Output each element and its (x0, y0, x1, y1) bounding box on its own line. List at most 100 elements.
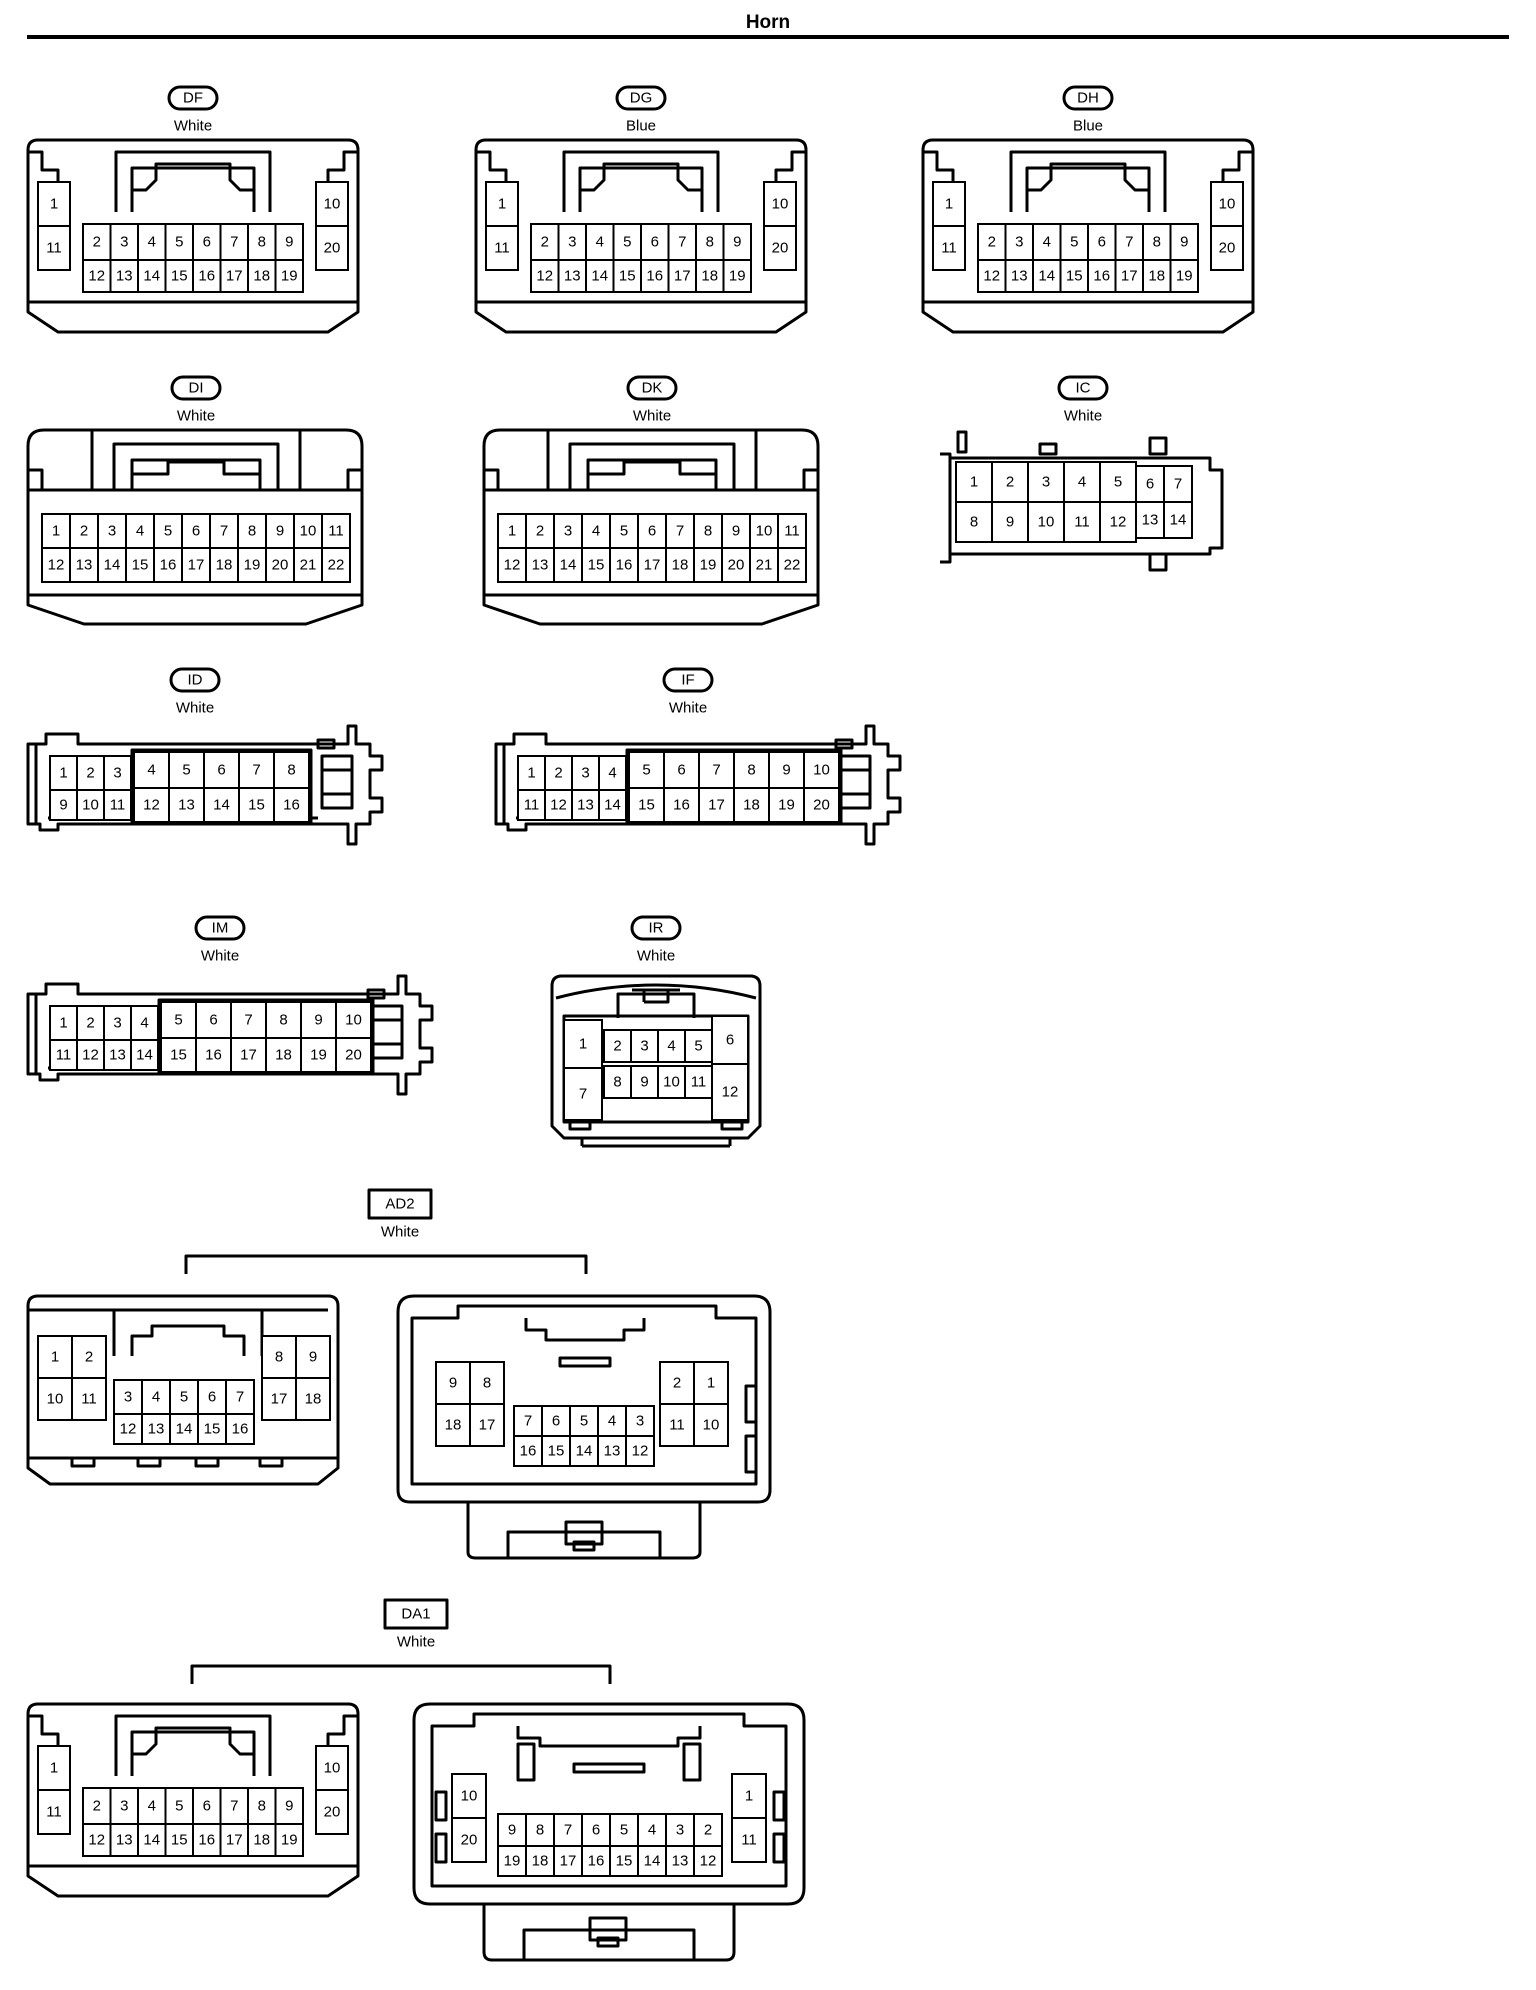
pin-number: 12 (550, 797, 567, 814)
pin-cavity (293, 547, 323, 583)
connector-color: White (177, 408, 215, 425)
pin-number: 4 (1078, 474, 1086, 491)
connector-color: Blue (1073, 118, 1103, 135)
pin-number: 3 (1015, 234, 1023, 251)
connector-code: DH (1077, 90, 1099, 107)
pin-number: 10 (703, 1417, 720, 1434)
pin-number: 6 (552, 1413, 560, 1430)
pin-number: 6 (192, 523, 200, 540)
pin-cavity (711, 1015, 749, 1065)
pin-cavity (544, 789, 573, 821)
pin-cavity (693, 513, 723, 549)
pin-number: 7 (564, 1822, 572, 1839)
pin-number: 4 (596, 234, 604, 251)
pin-number: 16 (520, 1443, 537, 1460)
pin-cavity (663, 787, 700, 823)
connector-code-badge (169, 667, 221, 693)
pin-number: 3 (564, 523, 572, 540)
pin-number: 5 (620, 523, 628, 540)
pin-number: 6 (1146, 476, 1154, 493)
pin-cavity (1142, 223, 1172, 261)
connector-housing (26, 974, 434, 1096)
pin-number: 12 (88, 1832, 105, 1849)
pin-cavity (1099, 461, 1137, 503)
pin-number: 2 (613, 1038, 621, 1055)
pin-number: 15 (171, 1832, 188, 1849)
pin-number: 11 (46, 1804, 62, 1821)
pin-cavity (261, 1377, 297, 1421)
pin-cavity (49, 755, 78, 791)
pin-cavity (693, 1361, 729, 1405)
pin-cavity (238, 751, 275, 789)
title-rule (27, 35, 1509, 39)
pin-number: 16 (646, 268, 663, 285)
pin-cavity (113, 1413, 143, 1445)
pin-cavity (274, 1823, 304, 1857)
pin-number: 20 (772, 240, 789, 257)
pin-cavity (1004, 259, 1034, 293)
pin-cavity (247, 1787, 277, 1825)
pin-cavity (1114, 223, 1144, 261)
pin-cavity (563, 1067, 603, 1121)
pin-number: 10 (663, 1074, 680, 1091)
pin-number: 16 (198, 268, 215, 285)
pin-number: 4 (592, 523, 600, 540)
pin-number: 4 (140, 1015, 148, 1032)
pin-number: 12 (120, 1421, 137, 1438)
pin-number: 20 (345, 1047, 362, 1064)
pin-number: 16 (588, 1853, 605, 1870)
connector-color: White (669, 700, 707, 717)
pin-cavity (640, 259, 670, 293)
connector-bracket (190, 1664, 612, 1684)
pin-number: 4 (148, 1798, 156, 1815)
pin-number: 15 (619, 268, 636, 285)
pin-cavity (630, 1065, 659, 1099)
pin-number: 9 (449, 1375, 457, 1392)
pin-cavity (247, 259, 277, 293)
pin-number: 10 (461, 1788, 478, 1805)
pin-cavity (76, 755, 105, 791)
pin-number: 13 (116, 268, 133, 285)
pin-number: 19 (504, 1853, 521, 1870)
pin-number: 14 (1038, 268, 1055, 285)
pin-number: 22 (328, 557, 345, 574)
pin-number: 15 (1066, 268, 1083, 285)
pin-number: 6 (1098, 234, 1106, 251)
pin-number: 14 (576, 1443, 593, 1460)
pin-number: 19 (310, 1047, 327, 1064)
pin-cavity (335, 1037, 372, 1073)
pin-number: 17 (226, 1832, 243, 1849)
pin-number: 11 (1074, 514, 1090, 531)
pin-number: 7 (220, 523, 228, 540)
pin-number: 2 (554, 765, 562, 782)
pin-cavity (803, 787, 840, 823)
pin-number: 11 (56, 1047, 72, 1064)
pin-cavity (525, 547, 555, 583)
pin-number: 14 (604, 797, 621, 814)
pin-number: 12 (504, 557, 521, 574)
pin-cavity (69, 513, 99, 549)
pin-number: 19 (244, 557, 261, 574)
pin-number: 5 (623, 234, 631, 251)
connector-code-badge (383, 1598, 449, 1630)
pin-number: 18 (253, 1832, 270, 1849)
pin-number: 6 (203, 234, 211, 251)
pin-number: 8 (1153, 234, 1161, 251)
pin-number: 10 (772, 196, 789, 213)
pin-cavity (168, 787, 205, 823)
pin-number: 20 (324, 1804, 341, 1821)
pin-cavity (37, 1745, 71, 1791)
pin-number: 5 (164, 523, 172, 540)
pin-cavity (749, 547, 779, 583)
pin-number: 3 (120, 1798, 128, 1815)
pin-number: 7 (230, 234, 238, 251)
pin-number: 12 (722, 1084, 739, 1101)
latch (114, 1714, 272, 1776)
pin-number: 10 (813, 762, 830, 779)
